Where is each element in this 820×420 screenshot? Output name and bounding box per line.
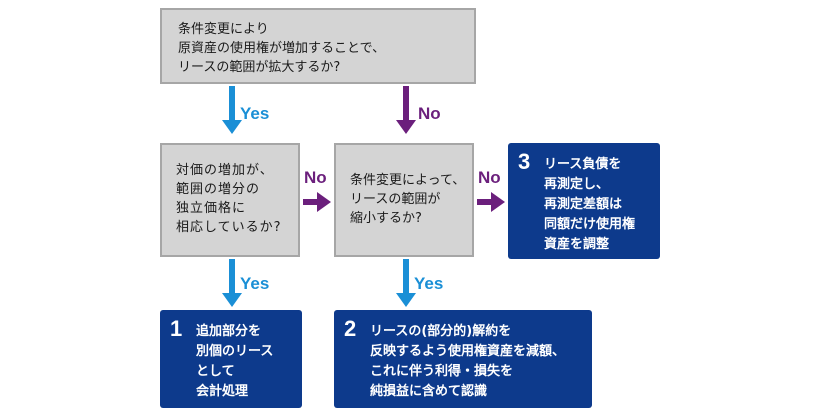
no-label: No	[478, 168, 501, 187]
yes-arrow-down-icon	[222, 86, 242, 134]
question-box-price-check: 対価の増加が、 範囲の増分の 独立価格に 相応しているか?	[160, 143, 300, 257]
result-number: 1	[170, 316, 183, 341]
yes-label: Yes	[240, 104, 270, 123]
question-text: 対価の増加が、 範囲の増分の 独立価格に 相応しているか?	[176, 163, 282, 235]
result-number: 3	[518, 149, 531, 174]
no-arrow-down-icon	[396, 86, 416, 134]
question-box-scope-decrease: 条件変更によって、 リースの範囲が 縮小するか?	[334, 143, 474, 257]
no-arrow-right-icon	[303, 192, 331, 212]
yes-arrow-down-icon	[222, 259, 242, 307]
result-text: 追加部分を 別個のリース として 会計処理	[196, 324, 274, 399]
result-text: リース負債を 再測定し、 再測定差額は 同額だけ使用権 資産を調整	[544, 157, 636, 252]
no-arrow-right-icon	[477, 192, 505, 212]
result-box-1: 1 追加部分を 別個のリース として 会計処理	[160, 310, 302, 408]
no-label: No	[304, 168, 327, 187]
result-box-2: 2 リースの(部分的)解約を 反映するよう使用権資産を減額、 これに伴う利得・損…	[334, 310, 592, 408]
yes-label: Yes	[414, 274, 444, 293]
question-text: 条件変更により 原資産の使用権が増加することで、 リースの範囲が拡大するか?	[178, 22, 386, 75]
result-number: 2	[344, 316, 357, 341]
no-label: No	[418, 104, 441, 123]
yes-arrow-down-icon	[396, 259, 416, 307]
question-box-scope-increase: 条件変更により 原資産の使用権が増加することで、 リースの範囲が拡大するか?	[160, 8, 476, 84]
question-text: 条件変更によって、 リースの範囲が 縮小するか?	[350, 173, 466, 226]
yes-label: Yes	[240, 274, 270, 293]
result-text: リースの(部分的)解約を 反映するよう使用権資産を減額、 これに伴う利得・損失を…	[370, 324, 566, 399]
result-box-3: 3 リース負債を 再測定し、 再測定差額は 同額だけ使用権 資産を調整	[508, 143, 660, 259]
